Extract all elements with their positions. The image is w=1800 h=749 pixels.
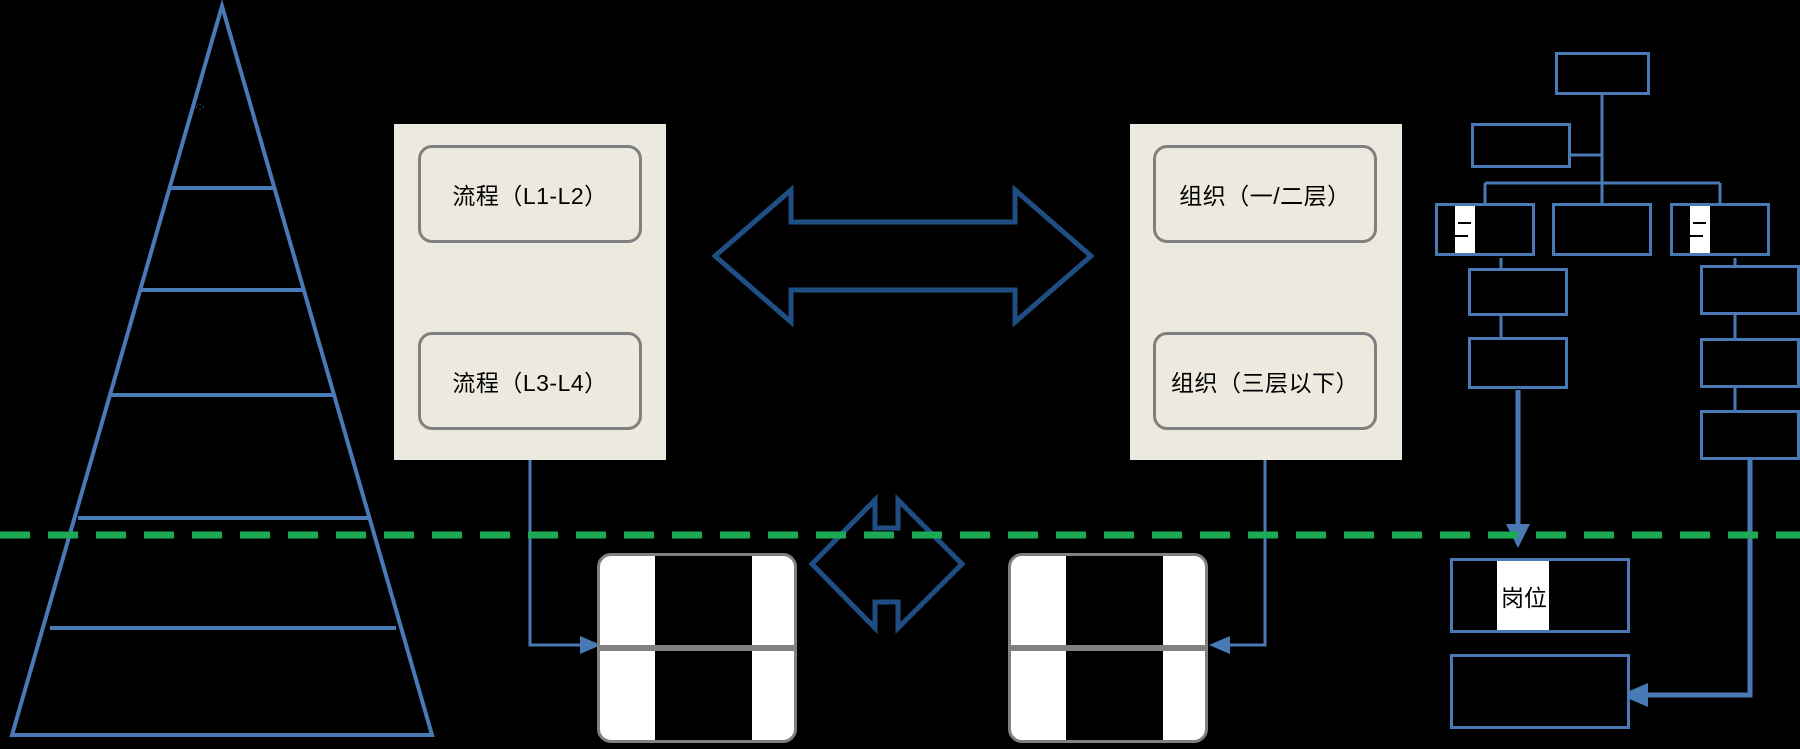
bottom-double-arrow-icon <box>808 493 966 635</box>
org-node-root[interactable] <box>1555 52 1650 95</box>
org-node-l1-a[interactable] <box>1468 268 1568 316</box>
org-node-child-3[interactable] <box>1670 203 1770 256</box>
pyramid-faint-mark: ·:· <box>195 101 205 113</box>
process-box-l1-l2-label: 流程（L1-L2） <box>452 183 608 209</box>
org-node-r1-b[interactable] <box>1700 338 1800 388</box>
org-box-level-3-down-label: 组织（三层以下） <box>1171 370 1359 396</box>
redaction-band <box>655 651 752 740</box>
bottom-left-box-top[interactable] <box>597 553 797 648</box>
bottom-right-box-bottom[interactable] <box>1008 648 1208 743</box>
redaction-band <box>1066 556 1163 645</box>
process-box-l1-l2[interactable]: 流程（L1-L2） <box>418 145 642 243</box>
org-node-position-label: 岗位 <box>1501 584 1547 611</box>
org-box-level-3-down[interactable]: 组织（三层以下） <box>1153 332 1377 430</box>
node-text-strip <box>1688 206 1710 253</box>
org-box-level-1-2[interactable]: 组织（一/二层） <box>1153 145 1377 243</box>
org-node-child-2[interactable] <box>1552 203 1652 256</box>
center-double-arrow-icon <box>711 184 1095 328</box>
process-box-l3-l4-label: 流程（L3-L4） <box>452 370 608 396</box>
process-to-bottom-connector <box>528 440 601 654</box>
bottom-left-box-bottom[interactable] <box>597 648 797 743</box>
bottom-right-box-top[interactable] <box>1008 553 1208 648</box>
node-text-strip <box>1453 206 1475 253</box>
org-node-r1-c[interactable] <box>1700 410 1800 460</box>
org-node-position[interactable]: 岗位 <box>1450 558 1630 633</box>
redaction-band <box>655 556 752 645</box>
pyramid: ·:· <box>9 0 435 737</box>
org-node-child-1[interactable] <box>1435 203 1535 256</box>
org-node-position-2[interactable] <box>1450 654 1630 729</box>
org-node-staff[interactable] <box>1471 123 1571 168</box>
org-node-r1-a[interactable] <box>1700 265 1800 315</box>
org-node-l1-b[interactable] <box>1468 337 1568 389</box>
org-to-bottom-connector <box>1209 440 1267 654</box>
org-box-level-1-2-label: 组织（一/二层） <box>1179 183 1351 209</box>
redaction-band <box>1066 651 1163 740</box>
position-text-strip: 岗位 <box>1497 561 1549 630</box>
process-box-l3-l4[interactable]: 流程（L3-L4） <box>418 332 642 430</box>
